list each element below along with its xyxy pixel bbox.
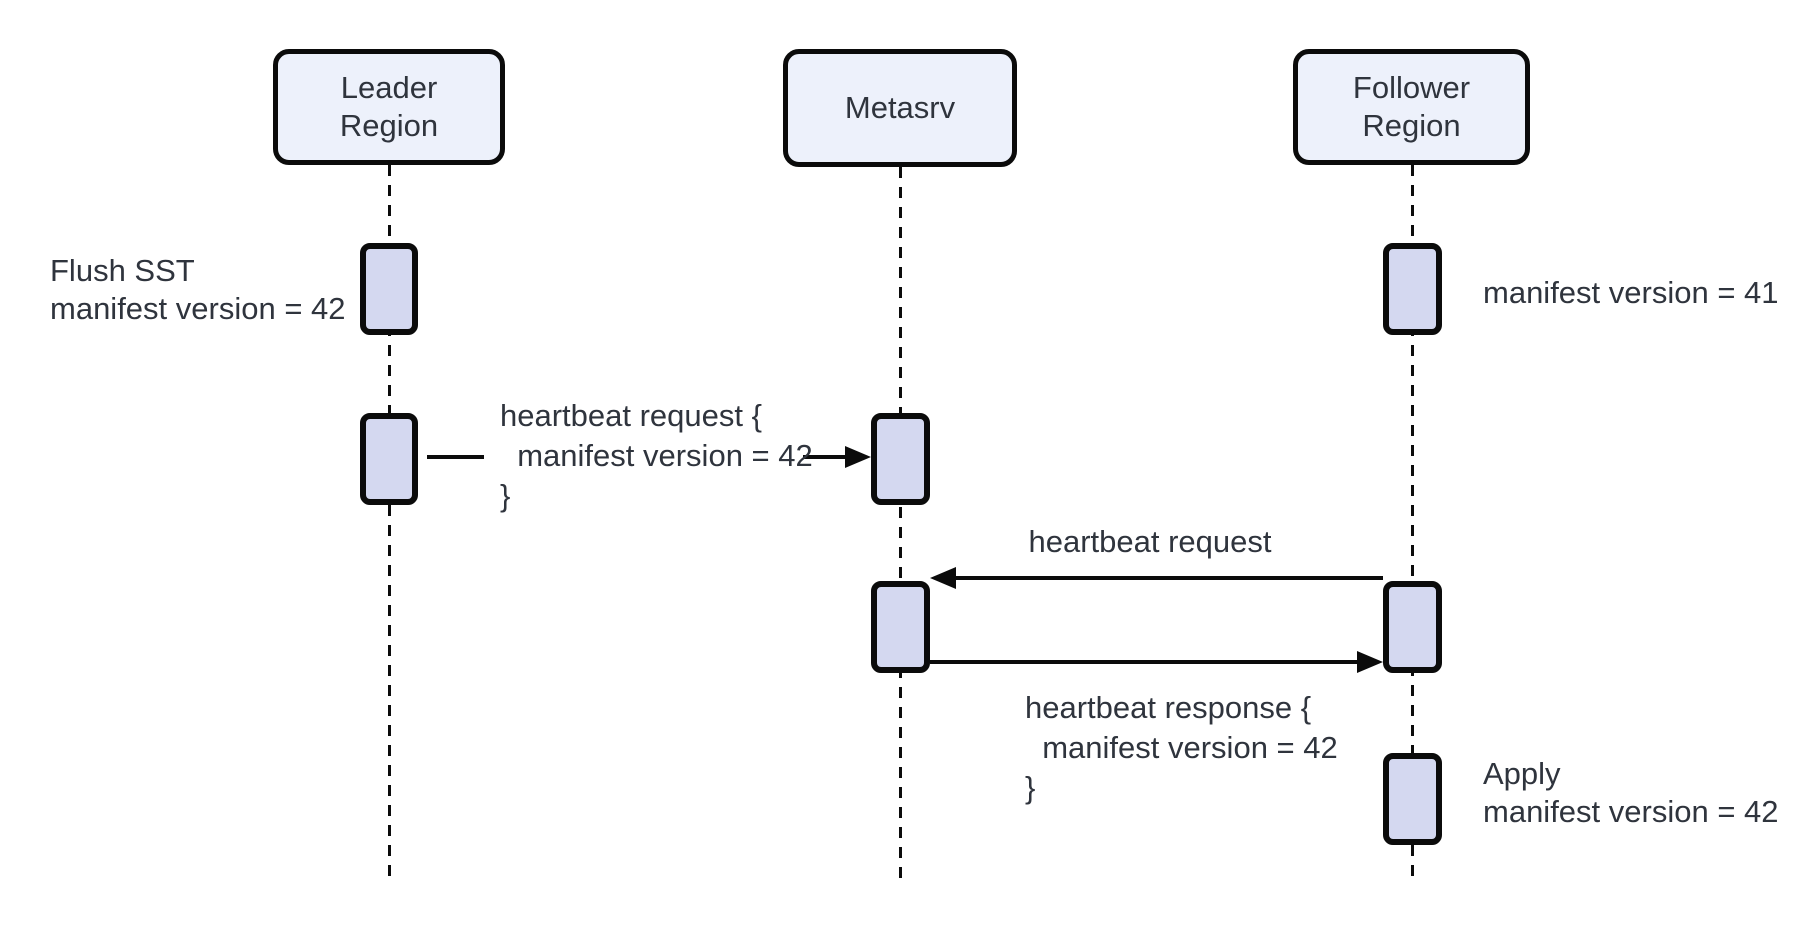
activation-follower-initial <box>1383 243 1442 335</box>
note-follower-manifest-version: manifest version = 41 <box>1483 275 1779 310</box>
participant-metasrv-label: Metasrv <box>844 90 956 125</box>
activation-metasrv-follower-heartbeat <box>871 581 930 673</box>
activation-follower-heartbeat <box>1383 581 1442 673</box>
activation-leader-heartbeat <box>360 413 418 505</box>
arrowhead-leader-to-metasrv <box>845 446 871 468</box>
note-flush-sst: Flush SST manifest version = 42 <box>50 253 346 326</box>
message-heartbeat-request-leader: heartbeat request { manifest version = 4… <box>500 398 813 513</box>
participant-metasrv: Metasrv <box>783 49 1017 167</box>
arrowhead-metasrv-to-follower <box>1357 651 1383 673</box>
participant-follower-region-label: Follower Region <box>1352 70 1471 143</box>
message-heartbeat-request-follower: heartbeat request <box>1028 524 1272 559</box>
arrow-line-follower-to-metasrv <box>954 576 1383 580</box>
activation-follower-apply <box>1383 753 1442 845</box>
lifeline-leader-region <box>388 165 391 880</box>
arrow-line-leader-to-metasrv-left-segment <box>427 455 484 459</box>
arrow-line-leader-to-metasrv-right-segment <box>803 455 847 459</box>
lifeline-metasrv <box>899 167 902 880</box>
lifeline-follower-region <box>1411 165 1414 880</box>
activation-leader-flush <box>360 243 418 335</box>
activation-metasrv-leader-heartbeat <box>871 413 930 505</box>
message-heartbeat-response: heartbeat response { manifest version = … <box>1025 690 1338 805</box>
note-apply: Apply manifest version = 42 <box>1483 756 1779 829</box>
participant-follower-region: Follower Region <box>1293 49 1530 165</box>
participant-leader-region-label: Leader Region <box>339 70 439 143</box>
arrowhead-follower-to-metasrv <box>930 567 956 589</box>
participant-leader-region: Leader Region <box>273 49 505 165</box>
arrow-line-metasrv-to-follower <box>930 660 1359 664</box>
